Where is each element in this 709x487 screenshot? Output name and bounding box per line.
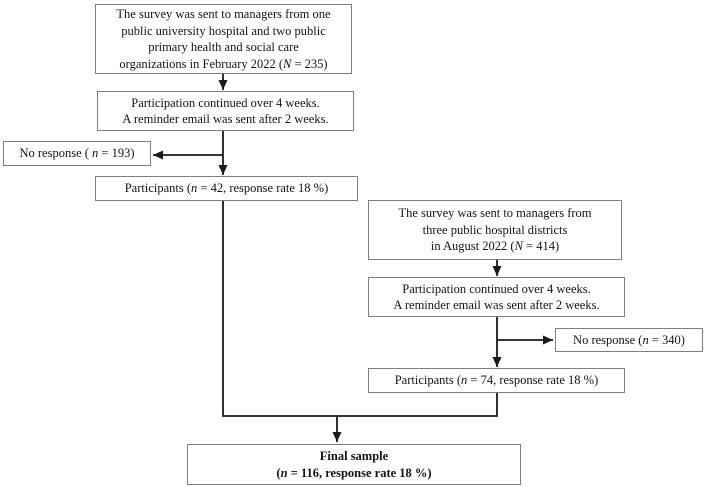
box-text-line: The survey was sent to managers from one [116,7,331,21]
box-text-line: organizations in February 2022 (N = 235) [119,56,328,71]
box-participation-period-aug: Participation continued over 4 weeks. A r… [368,277,625,317]
box-final-sample: Final sample (n = 116, response rate 18 %… [187,444,521,485]
box-text-line: (n = 116, response rate 18 %) [276,465,432,480]
box-text-line: A reminder email was sent after 2 weeks. [122,112,329,126]
box-participants-aug: Participants (n = 74, response rate 18 %… [368,368,625,393]
box-no-response-feb: No response ( n = 193) [3,141,151,166]
box-text-line: public university hospital and two publi… [121,23,326,38]
box-text-line: Participants (n = 74, response rate 18 %… [394,373,599,388]
box-text-line: Participants (n = 42, response rate 18 %… [124,181,329,196]
box-no-response-aug: No response (n = 340) [555,328,703,352]
box-text-line: primary health and social care [148,40,299,54]
box-text-line: Participation continued over 4 weeks. [402,281,591,296]
box-survey-sent-feb-2022: The survey was sent to managers from one… [95,4,352,74]
box-text-line: Participation continued over 4 weeks. [131,95,320,110]
box-text-line: A reminder email was sent after 2 weeks. [393,298,600,312]
box-text-line: three public hospital districts [422,222,568,237]
box-text-line: No response (n = 340) [573,332,685,347]
box-participation-period-feb: Participation continued over 4 weeks. A r… [97,91,354,131]
box-text-line: The survey was sent to managers from [398,206,592,221]
box-text-line: Final sample [319,449,389,463]
box-text-line: in August 2022 (N = 414) [430,239,560,254]
box-text-line: No response ( n = 193) [19,146,135,161]
box-participants-feb: Participants (n = 42, response rate 18 %… [95,176,358,201]
